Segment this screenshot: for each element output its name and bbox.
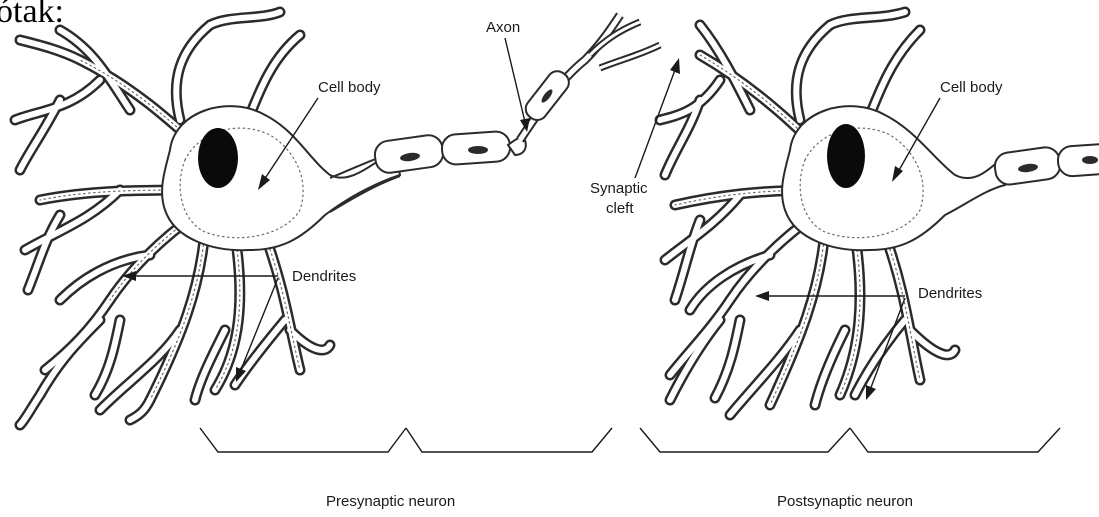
label-dendrites-postsynaptic: Dendrites	[918, 285, 982, 302]
presynaptic-cell-body	[162, 106, 400, 250]
postsynaptic-nucleus	[827, 124, 865, 188]
label-synaptic-cleft-line2: cleft	[606, 200, 634, 217]
label-cell-body-presynaptic: Cell body	[318, 79, 381, 96]
label-axon: Axon	[486, 19, 520, 36]
label-dendrites-presynaptic: Dendrites	[292, 268, 356, 285]
page-text-fragment: ótak:	[0, 0, 64, 30]
label-synaptic-cleft-line1: Synaptic	[590, 180, 648, 197]
label-presynaptic-neuron: Presynaptic neuron	[326, 493, 455, 510]
postsynaptic-axon	[993, 143, 1099, 186]
label-cell-body-postsynaptic: Cell body	[940, 79, 1003, 96]
neuron-brackets	[200, 428, 1060, 452]
presynaptic-neuron	[15, 12, 660, 425]
presynaptic-nucleus	[198, 128, 238, 188]
postsynaptic-neuron	[660, 12, 1099, 415]
label-postsynaptic-neuron: Postsynaptic neuron	[777, 493, 913, 510]
